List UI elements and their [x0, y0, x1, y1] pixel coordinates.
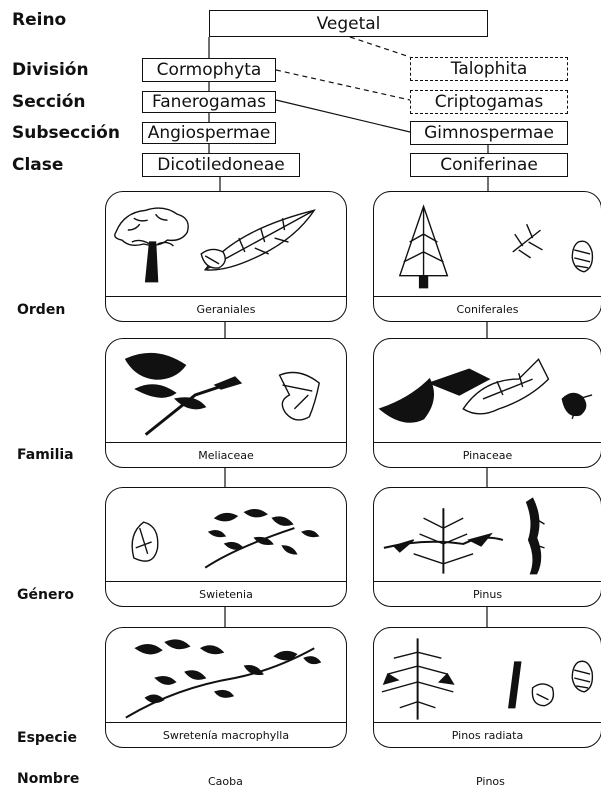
- conifer-tree-illustration: [374, 192, 601, 298]
- species-caption-right: Pinos radiata: [374, 722, 601, 747]
- card-swretenia-macrophylla: Swretenía macrophylla: [105, 627, 347, 748]
- card-pinus: Pinus: [373, 487, 601, 607]
- order-caption-left: Geraniales: [106, 296, 346, 321]
- rank-seccion-label: Sección: [12, 92, 86, 112]
- taxon-box-fanerogamas: Fanerogamas: [142, 91, 276, 113]
- rank-division-label: División: [12, 60, 89, 80]
- rank-clase-label: Clase: [12, 155, 63, 175]
- rank-especie-label: Especie: [17, 730, 77, 746]
- rank-genero-label: Género: [17, 587, 74, 603]
- rank-subseccion-label: Subsección: [12, 123, 120, 143]
- card-pinos-radiata: Pinos radiata: [373, 627, 601, 748]
- card-swietenia: Swietenia: [105, 487, 347, 607]
- taxon-box-angiospermae: Angiospermae: [142, 122, 276, 144]
- rank-orden-label: Orden: [17, 302, 65, 318]
- common-name-left: Caoba: [208, 775, 243, 788]
- taxon-box-gimnospermae: Gimnospermae: [410, 121, 568, 145]
- branch-illustration-species-left: [106, 628, 346, 725]
- rank-nombre-label: Nombre: [17, 771, 79, 787]
- taxon-box-talophita: Talophita: [410, 57, 568, 81]
- taxon-box-dicotiledoneae: Dicotiledoneae: [142, 153, 300, 177]
- taxon-box-coniferinae: Coniferinae: [410, 153, 568, 177]
- family-caption-right: Pinaceae: [374, 442, 601, 467]
- taxon-box-criptogamas: Criptogamas: [410, 90, 568, 114]
- genus-caption-left: Swietenia: [106, 581, 346, 606]
- species-caption-left: Swretenía macrophylla: [106, 722, 346, 747]
- card-coniferales: Coniferales: [373, 191, 601, 322]
- leaves-and-fruit-illustration: [106, 488, 346, 584]
- genus-caption-right: Pinus: [374, 581, 601, 606]
- pine-shoot-illustration: [374, 488, 601, 584]
- card-geraniales: Geraniales: [105, 191, 347, 322]
- card-meliaceae: Meliaceae: [105, 338, 347, 468]
- branch-illustration-meliaceae: [106, 339, 346, 445]
- pine-tree-and-cones-illustration: [374, 628, 601, 725]
- family-caption-left: Meliaceae: [106, 442, 346, 467]
- order-caption-right: Coniferales: [374, 296, 601, 321]
- common-name-right: Pinos: [476, 775, 505, 788]
- rank-reino-label: Reino: [12, 10, 66, 30]
- taxon-box-vegetal: Vegetal: [209, 10, 488, 37]
- tree-and-leaf-illustration: [106, 192, 346, 298]
- taxon-box-cormophyta: Cormophyta: [142, 58, 276, 82]
- card-pinaceae: Pinaceae: [373, 338, 601, 468]
- pine-branch-illustration: [374, 339, 601, 445]
- rank-familia-label: Familia: [17, 447, 74, 463]
